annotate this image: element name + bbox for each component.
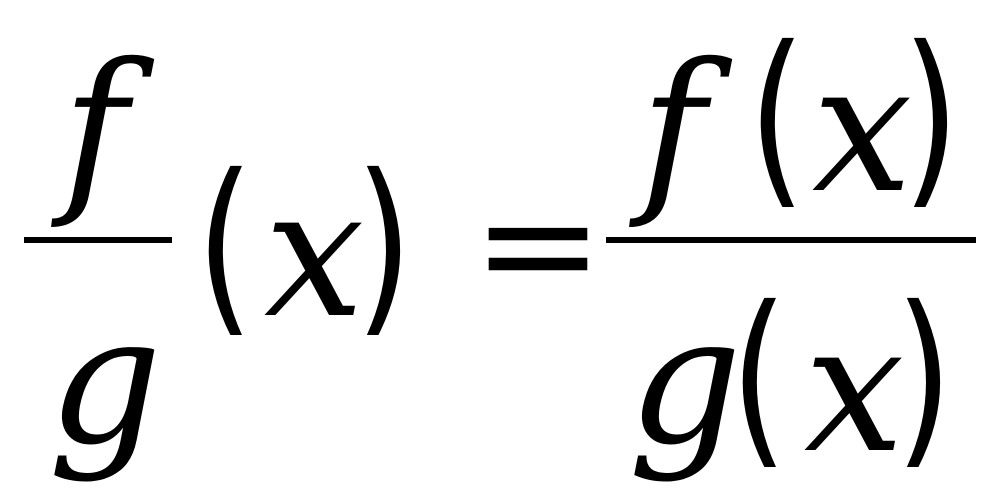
right-numerator-open-paren: ( [748, 6, 806, 227]
right-numerator-x: x [812, 25, 913, 232]
right-denominator-close-paren: ) [895, 266, 953, 487]
right-fraction-bar [606, 237, 976, 243]
left-close-paren: ) [355, 134, 413, 355]
left-denominator-g: g [48, 277, 162, 484]
left-variable-x: x [264, 150, 365, 357]
left-numerator-f: f [62, 25, 128, 232]
right-denominator-x: x [804, 285, 905, 492]
equals-sign: = [472, 158, 604, 332]
right-denominator-g: g [628, 277, 742, 484]
left-fraction-bar [24, 237, 172, 243]
right-denominator-open-paren: ( [730, 266, 788, 487]
right-numerator-f: f [640, 25, 706, 232]
left-open-paren: ( [196, 134, 254, 355]
right-numerator-close-paren: ) [902, 6, 960, 227]
